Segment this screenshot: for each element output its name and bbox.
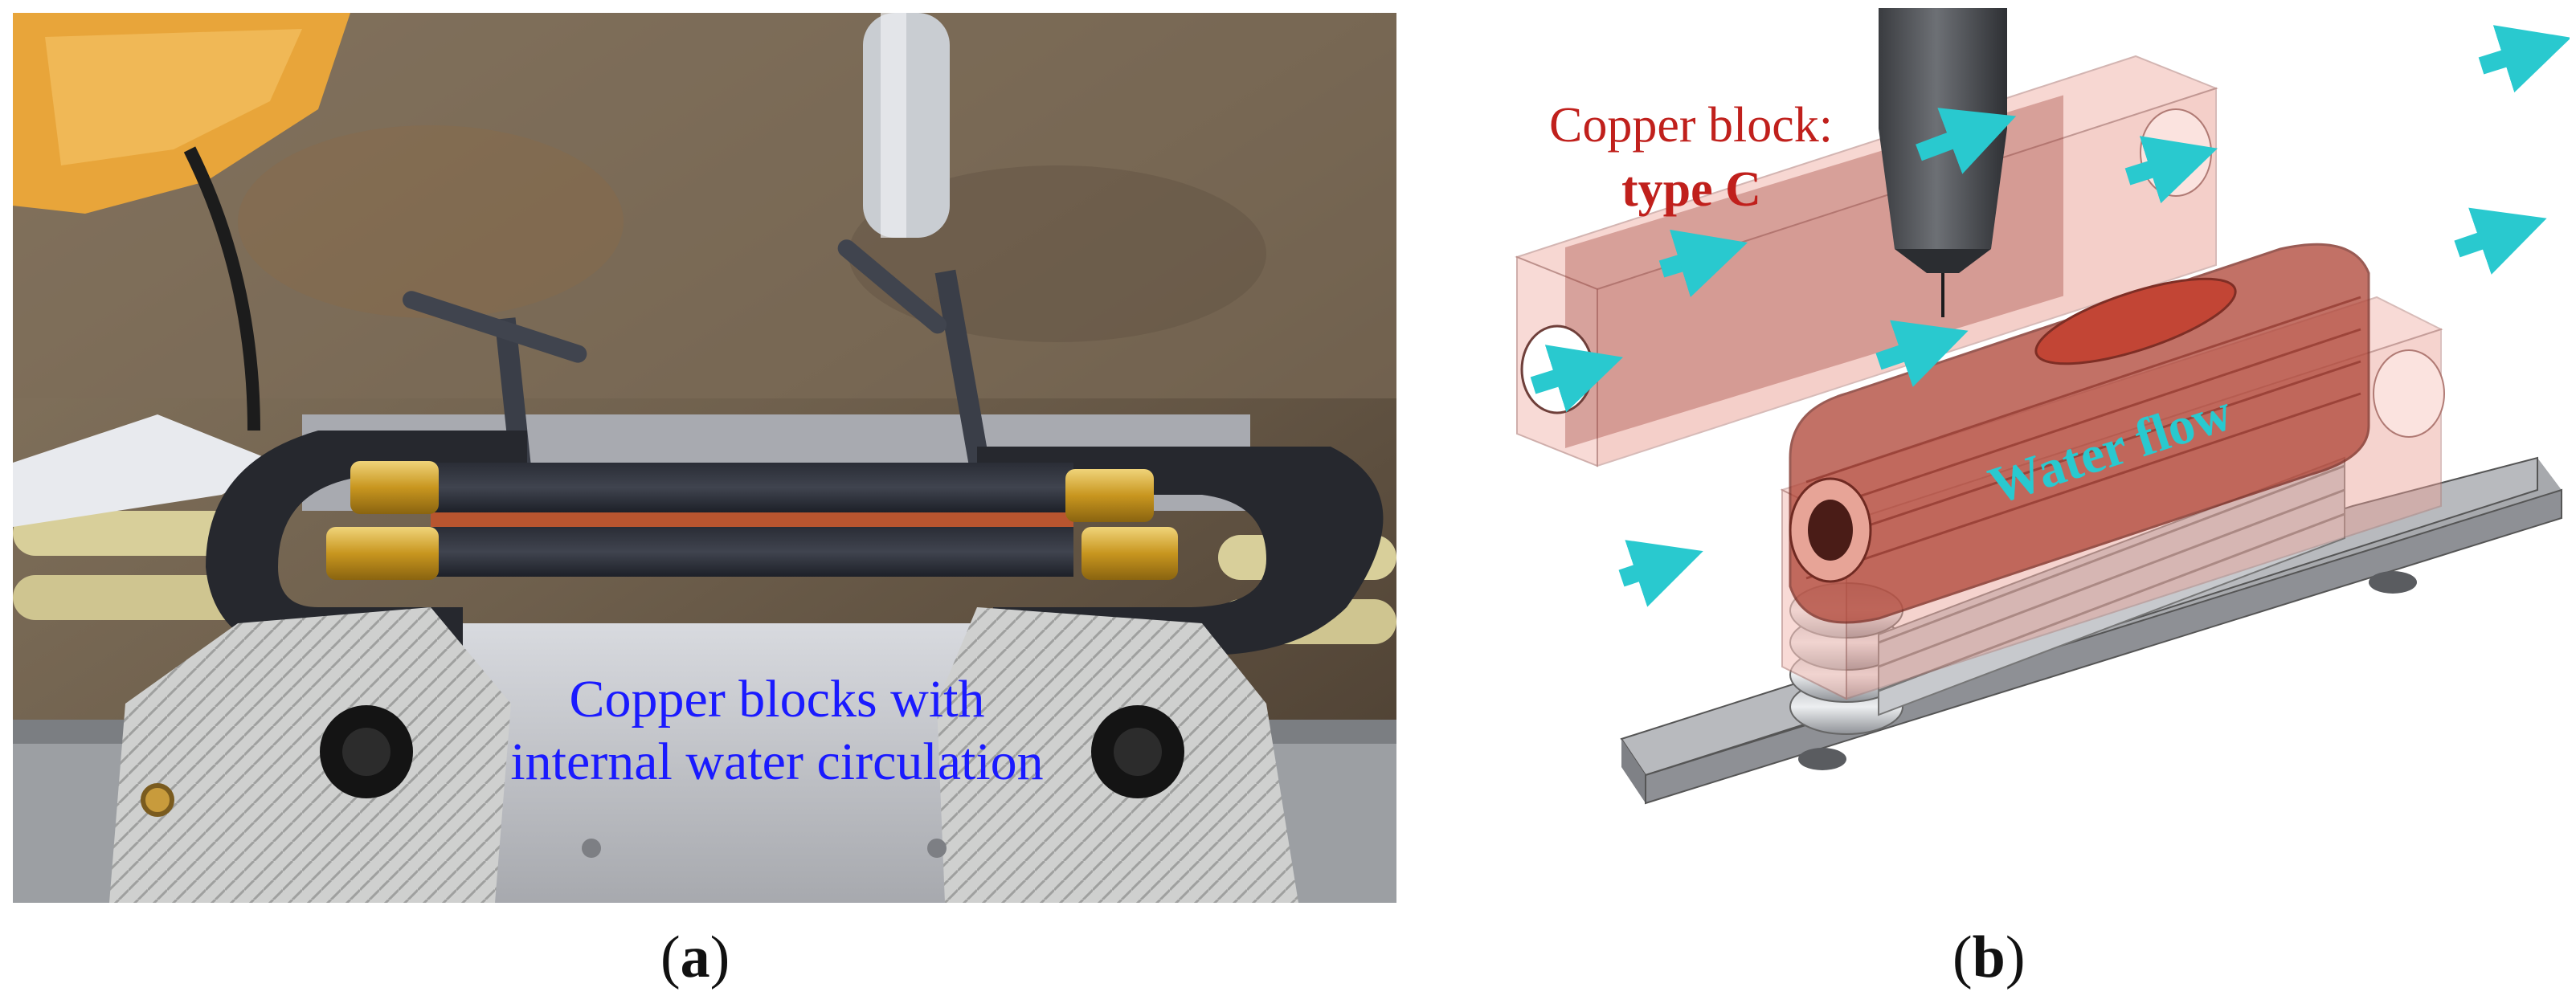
annotation-line-2: internal water circulation (510, 733, 1044, 791)
flow-arrows (1530, 25, 2570, 607)
caption-a-letter: a (680, 924, 710, 990)
schematic-illustration (1515, 8, 2570, 805)
copper-block-label: Copper block: type C (1549, 93, 1833, 222)
flow-arrow (1658, 229, 1748, 297)
annotation-copper-blocks: Copper blocks with internal water circul… (13, 668, 1396, 794)
photo-illustration (13, 13, 1396, 903)
caption-b-close: ) (2005, 924, 2026, 990)
flow-arrow (1875, 320, 1969, 387)
flow-arrow (2124, 136, 2218, 204)
caption-b-open: ( (1952, 924, 1973, 990)
copper-block-label-line-1: Copper block: (1549, 98, 1833, 153)
caption-a: (a) (660, 924, 730, 992)
flow-arrow (1530, 345, 1623, 413)
caption-b-letter: b (1972, 924, 2006, 990)
copper-block-label-line-2: type C (1621, 162, 1761, 217)
flow-arrow (1618, 540, 1703, 607)
annotation-line-1: Copper blocks with (569, 670, 985, 729)
flow-arrow (2454, 207, 2547, 275)
flow-arrow (1916, 108, 2017, 174)
flow-arrow (2478, 25, 2570, 93)
caption-a-open: ( (660, 924, 681, 990)
caption-b: (b) (1952, 924, 2025, 992)
photo-panel-a: Copper blocks with internal water circul… (13, 13, 1396, 903)
caption-a-close: ) (709, 924, 730, 990)
schematic-panel-b: Copper block: type C Water flow (1429, 8, 2570, 908)
